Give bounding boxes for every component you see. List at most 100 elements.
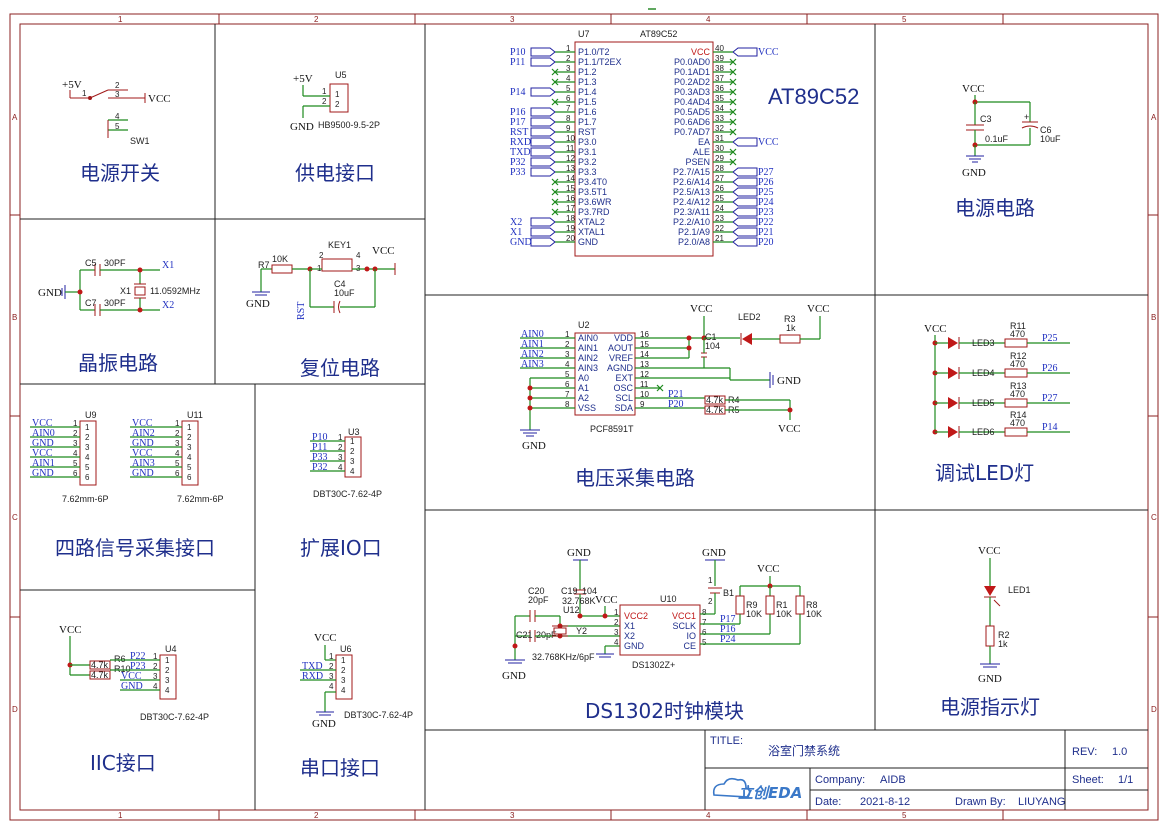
u9-pins-net: AIN1 <box>32 458 55 469</box>
tb-company-label: Company: <box>815 774 865 786</box>
u3-pins-num: 1 <box>338 433 343 442</box>
u4-net: GND <box>121 681 143 692</box>
c20-ref: C20 <box>528 586 545 596</box>
u9-pins-num: 2 <box>73 429 78 438</box>
u9-pins-num: 5 <box>73 459 78 468</box>
u6-net: TXD <box>302 661 323 672</box>
grid-col-4-bottom: 4 <box>706 811 711 820</box>
u5-part: HB9500-9.5-2P <box>318 120 380 130</box>
u5-ref: U5 <box>335 70 347 80</box>
u10-right-pin-num: 5 <box>702 638 707 647</box>
u9-pins-inner-num: 1 <box>85 423 90 432</box>
c6-ref: C6 <box>1040 125 1052 135</box>
r10-value: 4.7k <box>91 670 109 680</box>
rtc-block: GND C19 104 VCC C20 20pF 32.768K U12 C21… <box>502 547 822 682</box>
u2-left-pin-num: 7 <box>565 390 570 399</box>
u7-left-pin-label: P1.4 <box>578 87 597 97</box>
u7-right-net: P21 <box>758 227 774 238</box>
u7-left-pin-num: 13 <box>566 164 575 173</box>
r2-ref: R2 <box>998 630 1010 640</box>
u7-right-pin-label: P2.7/A15 <box>673 167 710 177</box>
u7-right-pin-num: 21 <box>715 234 724 243</box>
u11-pins-net: VCC <box>132 418 153 429</box>
u7-right-pin-num: 28 <box>715 164 724 173</box>
u7-left-pin-num: 1 <box>566 44 571 53</box>
sw1-ref: SW1 <box>130 136 150 146</box>
u2-right-pin-label: AOUT <box>608 343 634 353</box>
u6-num: 4 <box>329 682 334 691</box>
u7-right-pin-num: 30 <box>715 144 724 153</box>
u7-right-pin-label: P0.6AD6 <box>674 117 710 127</box>
u12-value: 32.768K <box>562 596 596 606</box>
u7-right-pin-num: 32 <box>715 124 724 133</box>
u7-left-pin-num: 18 <box>566 214 575 223</box>
sw1-pin2: 2 <box>115 81 120 90</box>
u7-right-pin-label: ALE <box>693 147 710 157</box>
rtc-gnd-right-label: GND <box>702 547 726 559</box>
u2-left-pin-label: AIN3 <box>578 363 598 373</box>
u11-pins-num: 6 <box>175 469 180 478</box>
r2-value: 1k <box>998 639 1008 649</box>
u2-left-pin-label: A0 <box>578 373 589 383</box>
u7-left-net: P16 <box>510 107 526 118</box>
led-net: P14 <box>1042 422 1058 433</box>
r4-value: 4.7k <box>706 395 724 405</box>
u11-pins-inner-num: 1 <box>187 423 192 432</box>
u7-right-pin-num: 26 <box>715 184 724 193</box>
u7-left-pin-num: 2 <box>566 54 571 63</box>
u2-right-pin-num: 11 <box>640 380 649 389</box>
u7-left-pin-label: P1.3 <box>578 77 597 87</box>
u7-right-pin-label: P0.1AD1 <box>674 67 710 77</box>
tb-rev: 1.0 <box>1112 746 1127 758</box>
u7-left-pin-label: RST <box>578 127 597 137</box>
grid-col-5: 5 <box>902 15 907 24</box>
grid-col-3: 3 <box>510 15 515 24</box>
u7-left-pin-label: XTAL1 <box>578 227 605 237</box>
power-circuit-block: VCC C3 0.1uF + C6 10uF GND <box>962 83 1061 179</box>
u2-left-pin-label: AIN1 <box>578 343 598 353</box>
led-symbol <box>948 337 958 349</box>
u11-part: 7.62mm-6P <box>177 494 224 504</box>
u7-right-net: P26 <box>758 177 774 188</box>
u10-left-pin-num: 3 <box>614 628 619 637</box>
u3-pins-inner-num: 3 <box>350 457 355 466</box>
u4-net: P23 <box>130 661 146 672</box>
power-port-block: +5V U5 1 2 1 2 GND HB9500-9.5-2P <box>290 70 380 133</box>
u7-right-pin-label: P0.0AD0 <box>674 57 710 67</box>
u7-left-pin-num: 16 <box>566 194 575 203</box>
tb-title-label: TITLE: <box>710 735 743 747</box>
outer-frame <box>9 13 1159 821</box>
sw1-pin1: 1 <box>82 89 87 98</box>
power-switch-block: +5V VCC 1 2 3 4 5 SW1 <box>62 79 171 146</box>
u10-right-pin-label: CE <box>683 641 696 651</box>
led-resistor-value: 470 <box>1010 389 1025 399</box>
u3-pins-inner-num: 2 <box>350 447 355 456</box>
reset-gnd-label: GND <box>246 298 270 310</box>
led2-ref: LED2 <box>738 312 761 322</box>
led-resistor-ref: R14 <box>1010 410 1027 420</box>
u10-right-pin-label: IO <box>686 631 696 641</box>
title-debug-led: 调试LED灯 <box>935 461 1034 485</box>
led-ref: LED5 <box>972 398 995 408</box>
c5-value: 30PF <box>104 258 126 268</box>
tb-date: 2021-8-12 <box>860 796 910 808</box>
led-resistor-ref: R11 <box>1010 321 1026 331</box>
u7-left-net: RST <box>510 127 528 138</box>
u11-pins-inner-num: 2 <box>187 433 192 442</box>
inner-frame <box>19 23 1149 811</box>
u7-left-pin-label: P3.7RD <box>578 207 610 217</box>
key1-pin4: 4 <box>356 251 361 260</box>
u11-pins-inner-num: 3 <box>187 443 192 452</box>
r3-ref: R3 <box>784 314 796 324</box>
u4-body <box>159 654 177 700</box>
u3-ref: U3 <box>348 427 360 437</box>
u4-inner-num: 2 <box>165 666 170 675</box>
rtc-gnd-left-label: GND <box>502 670 526 682</box>
u2-body <box>574 332 636 416</box>
u7-left-net: GND <box>510 237 532 248</box>
tb-date-label: Date: <box>815 796 841 808</box>
u6-body <box>335 654 353 700</box>
